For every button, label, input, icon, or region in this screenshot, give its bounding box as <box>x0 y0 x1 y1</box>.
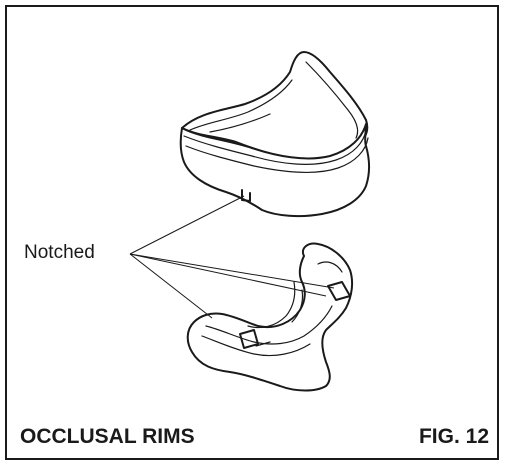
upper-rim <box>181 52 369 216</box>
figure-caption-title: OCCLUSAL RIMS <box>20 426 195 447</box>
callout-label: Notched <box>24 243 95 262</box>
lower-rim <box>188 244 352 391</box>
figure-number: FIG. 12 <box>419 426 489 447</box>
